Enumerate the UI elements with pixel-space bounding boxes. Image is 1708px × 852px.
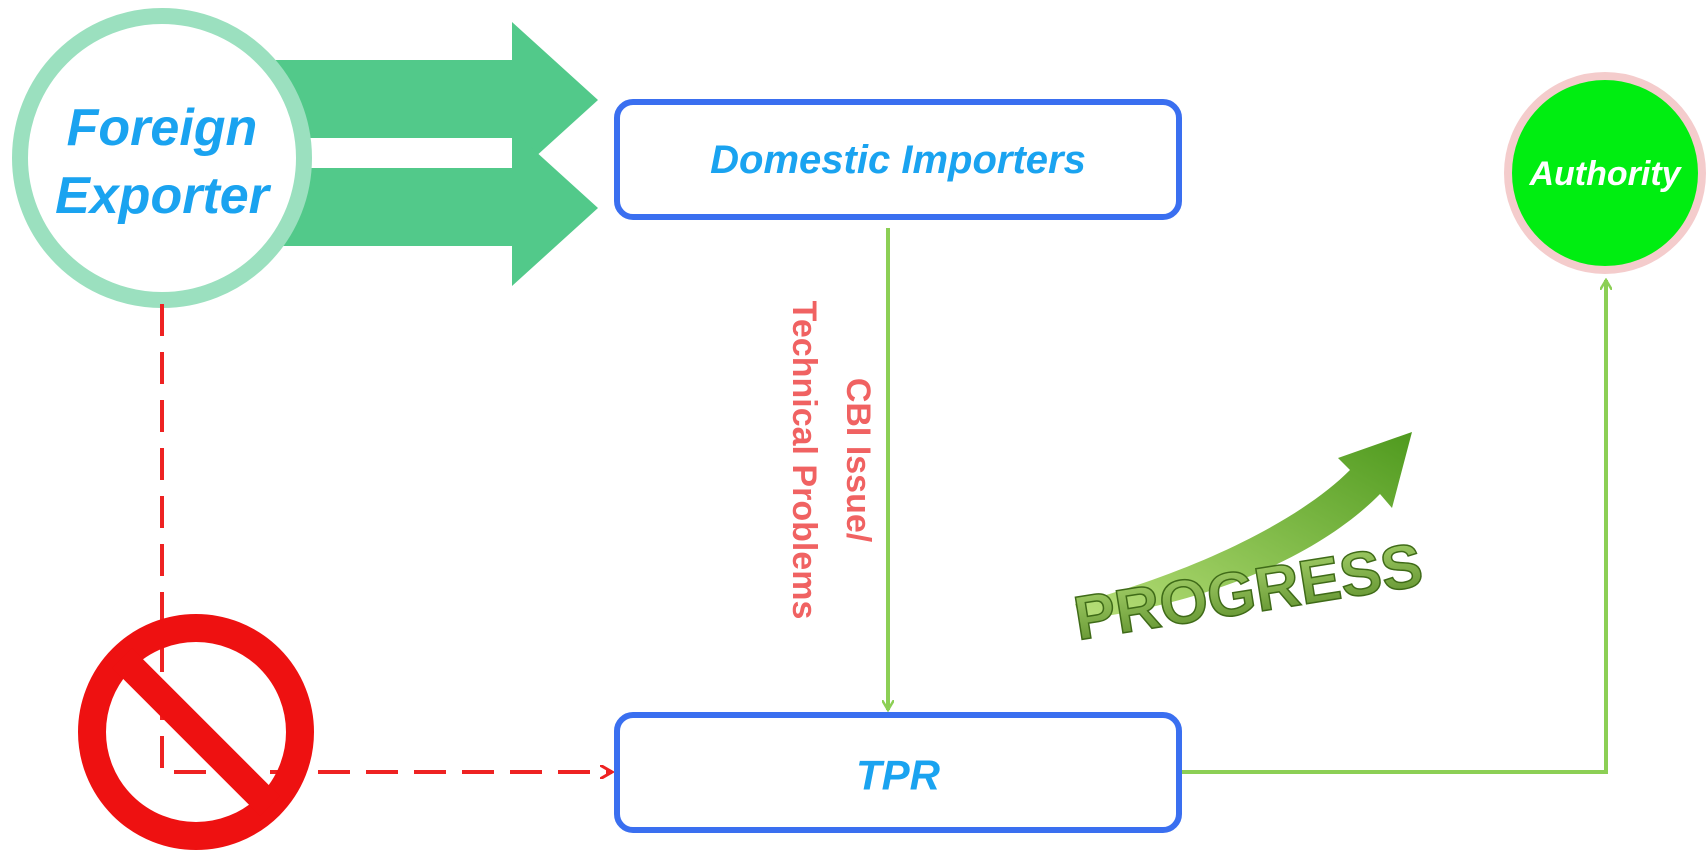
edge-label-line2: Technical Problems <box>785 301 823 620</box>
foreign-exporter-node: Foreign Exporter <box>12 8 312 308</box>
tpr-node: TPR <box>614 712 1182 833</box>
flow-tpr-to-authority <box>1182 280 1606 774</box>
tpr-label: TPR <box>856 752 941 799</box>
supply-arrow-top <box>262 22 598 178</box>
supply-arrow-bottom <box>262 130 598 286</box>
edge-label-cbi: CBI Issue/ Technical Problems <box>785 301 877 620</box>
authority-label: Authority <box>1528 155 1682 193</box>
progress-graphic: PROGRESS <box>1069 432 1428 655</box>
domestic-importers-node: Domestic Importers <box>614 99 1182 220</box>
edge-label-line1: CBI Issue/ <box>839 378 877 543</box>
authority-node: Authority <box>1504 72 1706 274</box>
foreign-exporter-label-line1: Foreign <box>67 99 258 157</box>
blocked-path-exporter-to-tpr <box>160 304 612 772</box>
foreign-exporter-label-line2: Exporter <box>55 167 272 225</box>
domestic-importers-label: Domestic Importers <box>710 138 1086 182</box>
progress-arrow-icon <box>1075 432 1412 620</box>
supply-arrows <box>262 22 598 286</box>
prohibition-icon <box>78 614 314 850</box>
